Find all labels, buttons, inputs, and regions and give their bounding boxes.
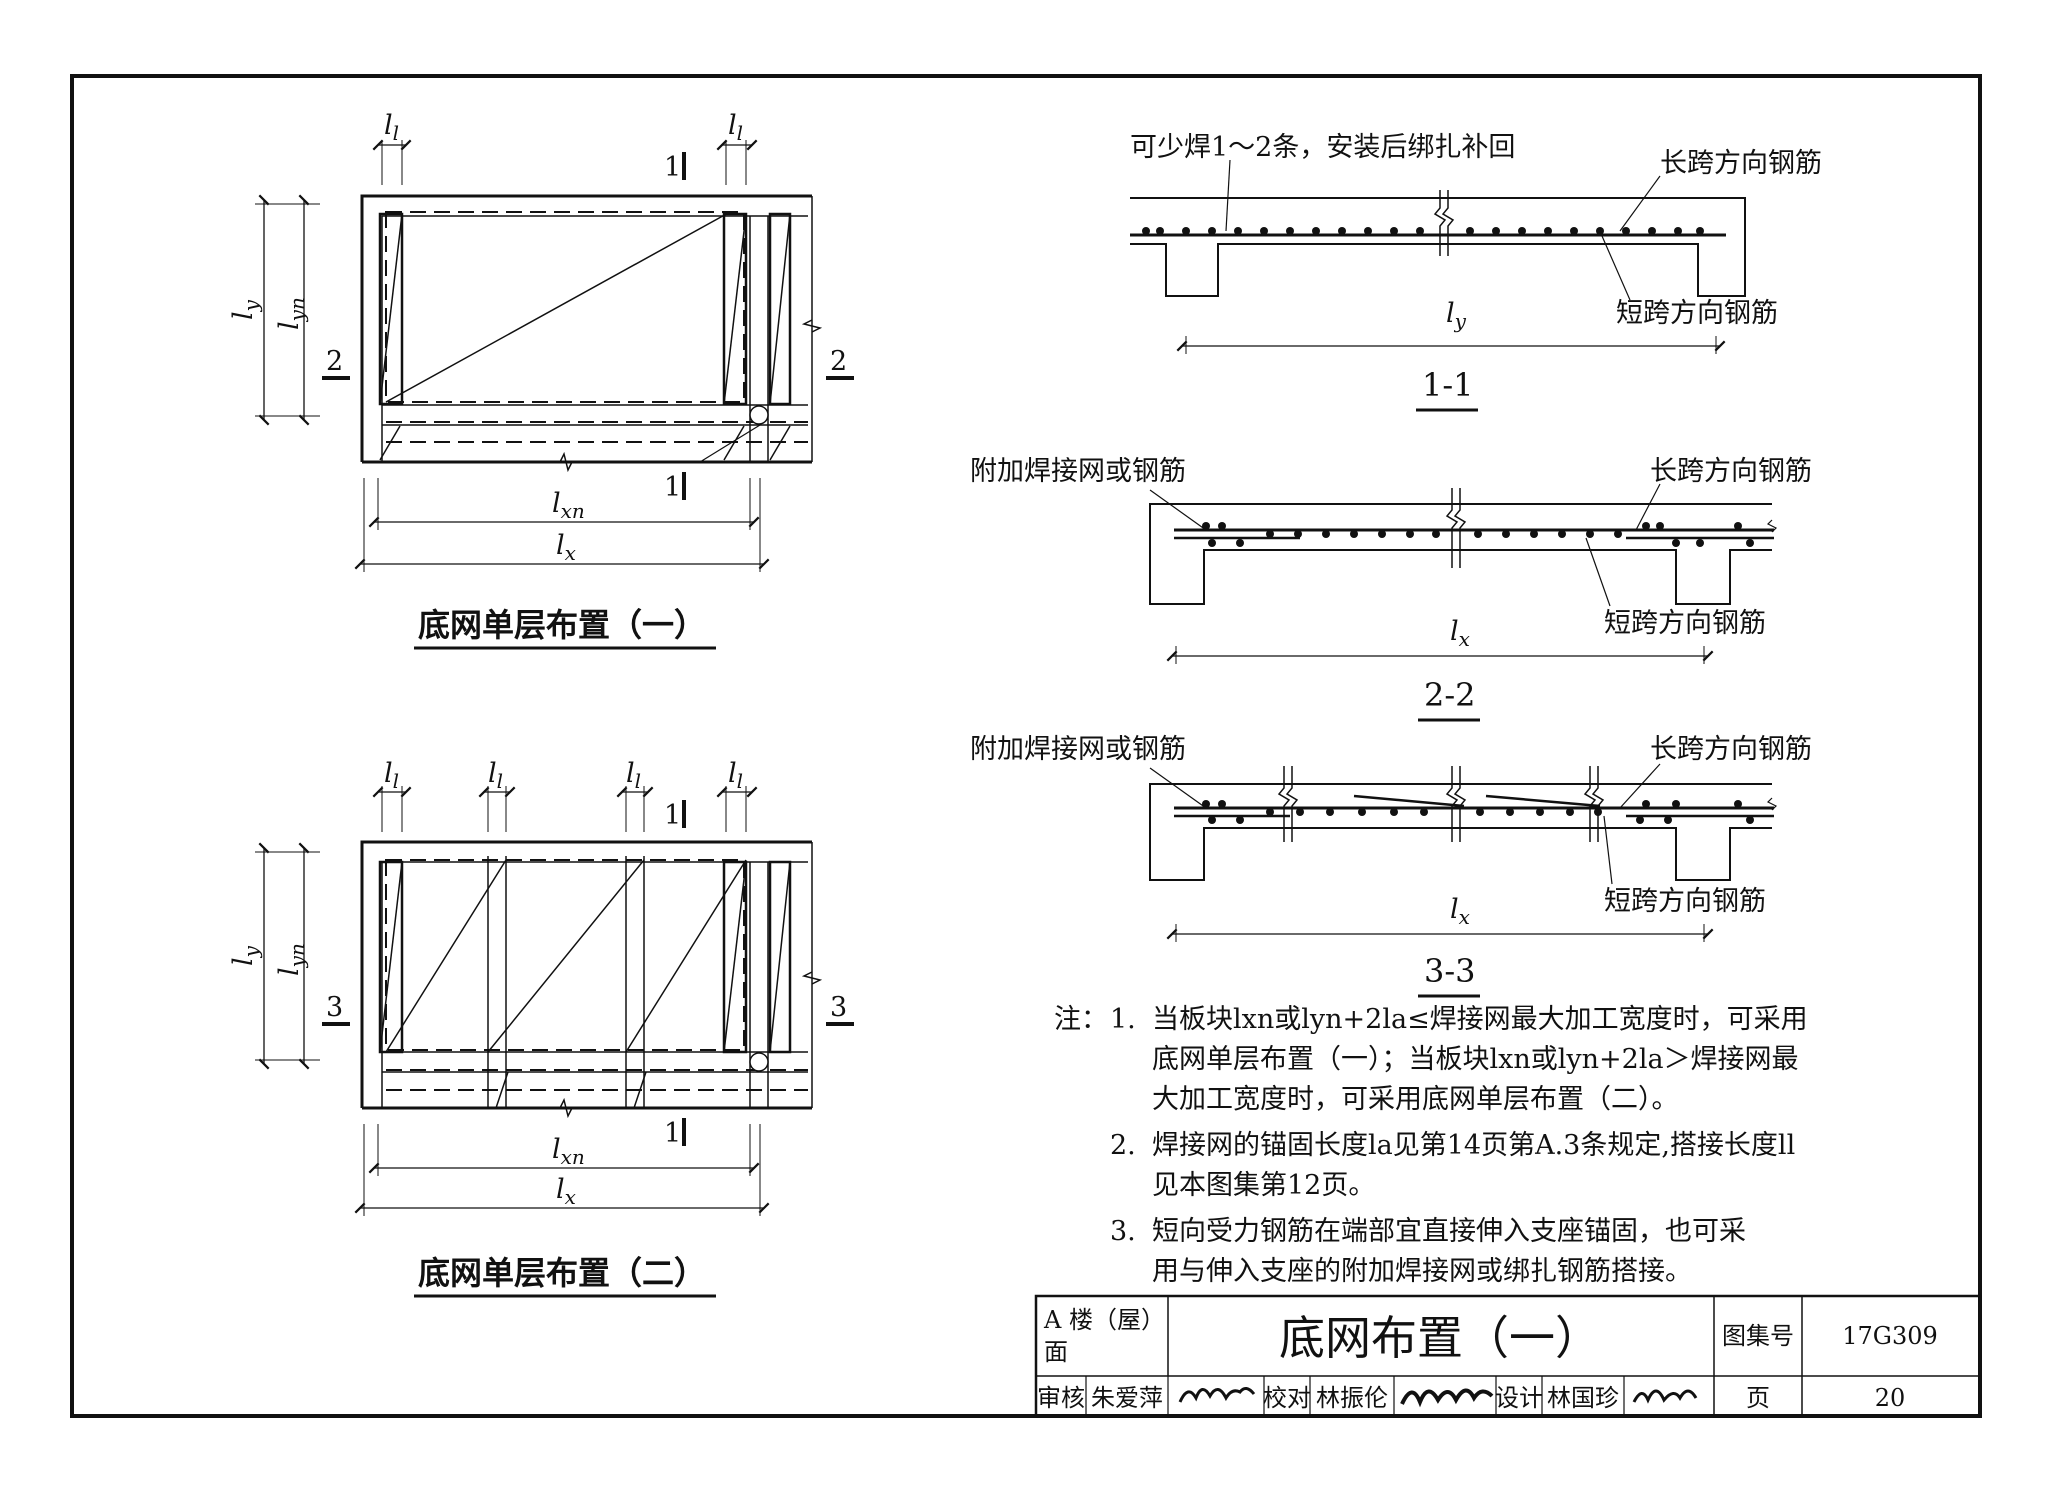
plan2-cut-top: 1 <box>664 800 681 831</box>
note3-line1: 短向受力钢筋在端部宜直接伸入支座锚固，也可采 <box>1152 1216 1746 1247</box>
title-block-reviewer: 朱爱萍 <box>1091 1384 1163 1412</box>
section33-title: 3-3 <box>1424 952 1476 990</box>
section11-dim: ly <box>1446 298 1467 333</box>
note3-line2: 用与伸入支座的附加焊接网或绑扎钢筋搭接。 <box>1152 1256 1692 1287</box>
plan2-cut-bottom: 1 <box>664 1118 681 1149</box>
title-block <box>1034 1294 1982 1418</box>
note1-line3: 大加工宽度时，可采用底网单层布置（二）。 <box>1152 1084 1679 1115</box>
note1-line2: 底网单层布置（一）；当板块lxn或lyn+2la＞焊接网最 <box>1152 1044 1799 1075</box>
title-block-check-label: 校对 <box>1263 1384 1311 1412</box>
section-2-2 <box>1149 483 1778 664</box>
title-block-page-no: 20 <box>1875 1384 1906 1412</box>
plan2-ll-1: ll <box>384 758 399 793</box>
notes-prefix: 注： <box>1054 1004 1108 1035</box>
plan2-ll-2: ll <box>488 758 503 793</box>
section11-note-top: 可少焊1～2条，安装后绑扎补回 <box>1130 132 1515 163</box>
plan1-dim-lyn: lyn <box>274 297 309 330</box>
note2-num: 2. <box>1110 1130 1136 1161</box>
section11-label-short: 短跨方向钢筋 <box>1616 298 1778 329</box>
section33-label-short: 短跨方向钢筋 <box>1604 886 1766 917</box>
title-block-atlas-no: 17G309 <box>1842 1322 1938 1350</box>
section11-label-long: 长跨方向钢筋 <box>1660 148 1822 179</box>
title-block-designer: 林国珍 <box>1547 1384 1619 1412</box>
plan-layout-1 <box>255 139 854 572</box>
section11-title: 1-1 <box>1422 366 1474 404</box>
plan2-dim-lxn: lxn <box>552 1134 585 1169</box>
plan1-dim-lxn: lxn <box>552 488 585 523</box>
section22-dim: lx <box>1450 616 1470 651</box>
section22-label-short: 短跨方向钢筋 <box>1604 608 1766 639</box>
title-block-design-label: 设计 <box>1495 1384 1543 1412</box>
plan1-ll-right: ll <box>728 110 743 145</box>
note1-num: 1. <box>1110 1004 1136 1035</box>
plan2-dim-lyn: lyn <box>274 943 309 976</box>
note2-line1: 焊接网的锚固长度la见第14页第A.3条规定,搭接长度ll <box>1152 1130 1795 1161</box>
plan2-cut-right: 3 <box>830 992 847 1023</box>
plan2-dim-lx: lx <box>556 1174 576 1209</box>
title-block-title: 底网布置（一） <box>1279 1311 1601 1365</box>
plan1-dim-lx: lx <box>556 530 576 565</box>
checker-signature <box>1400 1388 1494 1408</box>
plan2-dim-ly: ly <box>228 945 263 966</box>
section-3-3 <box>1149 763 1778 942</box>
plan2-ll-3: ll <box>626 758 641 793</box>
plan1-caption: 底网单层布置（一） <box>418 606 706 644</box>
plan2-cut-left: 3 <box>326 992 343 1023</box>
plan1-cut-left: 2 <box>326 346 343 377</box>
designer-signature <box>1632 1389 1698 1404</box>
sheet-frame <box>70 74 1982 1418</box>
section33-dim: lx <box>1450 894 1470 929</box>
plan1-cut-bottom: 1 <box>664 472 681 503</box>
plan1-dim-ly: ly <box>228 299 263 320</box>
title-block-atlas-label: 图集号 <box>1722 1322 1794 1350</box>
section22-label-long: 长跨方向钢筋 <box>1650 456 1812 487</box>
title-block-checker: 林振伦 <box>1316 1384 1388 1412</box>
note3-num: 3. <box>1110 1216 1136 1247</box>
section-1-1 <box>1130 159 1746 354</box>
notes: 注： 1. 当板块lxn或lyn+2la≤焊接网最大加工宽度时，可采用 底网单层… <box>1054 1004 1808 1287</box>
plan1-cut-top: 1 <box>664 152 681 183</box>
plan-layout-2 <box>255 786 854 1216</box>
note2-line2: 见本图集第12页。 <box>1152 1170 1375 1201</box>
note1-line1: 当板块lxn或lyn+2la≤焊接网最大加工宽度时，可采用 <box>1152 1004 1808 1035</box>
plan1-ll-left: ll <box>384 110 399 145</box>
plan2-caption: 底网单层布置（二） <box>418 1254 706 1292</box>
section22-title: 2-2 <box>1424 676 1476 714</box>
title-block-review-label: 审核 <box>1037 1384 1085 1412</box>
title-block-category-line1: A 楼（屋） <box>1043 1306 1165 1334</box>
plan2-ll-4: ll <box>728 758 743 793</box>
title-block-page-label: 页 <box>1746 1384 1770 1412</box>
plan1-cut-right: 2 <box>830 346 847 377</box>
reviewer-signature <box>1178 1387 1256 1403</box>
section22-label-extra: 附加焊接网或钢筋 <box>970 456 1186 487</box>
section33-label-extra: 附加焊接网或钢筋 <box>970 734 1186 765</box>
title-block-category-line2: 面 <box>1044 1338 1068 1366</box>
section33-label-long: 长跨方向钢筋 <box>1650 734 1812 765</box>
